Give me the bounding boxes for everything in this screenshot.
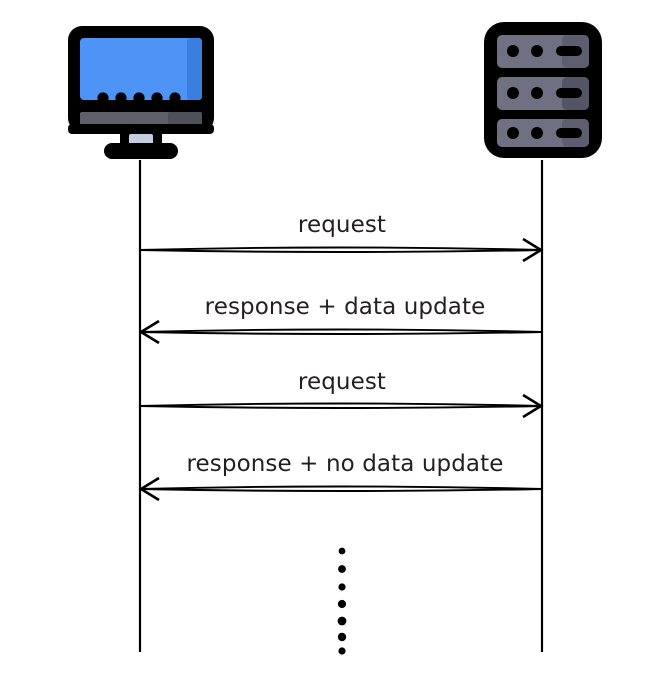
- server-rack-icon: [484, 22, 602, 158]
- arrowhead-left: [138, 319, 160, 345]
- vertical-ellipsis: [337, 547, 347, 655]
- message-label: request: [298, 212, 386, 238]
- screen-dot: [133, 92, 145, 104]
- ellipsis-dot: [338, 565, 346, 573]
- message-line-lower: [139, 405, 543, 409]
- message-2: response + data update: [138, 294, 543, 345]
- server-led: [507, 87, 519, 99]
- message-line-lower: [139, 249, 543, 253]
- monitor-bezel-bottom: [68, 124, 214, 134]
- ellipsis-dot: [338, 583, 346, 591]
- message-line-lower: [139, 331, 543, 335]
- server-rack-divider: [497, 68, 589, 77]
- monitor-stand-base: [104, 143, 178, 159]
- server-slot-bar: [556, 46, 582, 56]
- message-label: request: [298, 369, 386, 395]
- message-label: response + data update: [205, 294, 486, 320]
- screen-dot: [115, 92, 127, 104]
- server-rack-divider: [497, 110, 589, 119]
- server-led: [531, 87, 543, 99]
- desktop-monitor-icon: [68, 26, 214, 159]
- monitor-chassis-bar-shadow: [168, 112, 202, 126]
- message-4: response + no data update: [138, 451, 543, 502]
- server-led: [507, 45, 519, 57]
- message-1: request: [139, 212, 544, 263]
- server-led: [531, 45, 543, 57]
- ellipsis-dot: [338, 547, 346, 555]
- arrowhead-right: [522, 237, 544, 263]
- message-label: response + no data update: [187, 451, 504, 477]
- screen-dot: [169, 92, 181, 104]
- messages-layer: request response + data update request resp…: [138, 212, 544, 502]
- server-led: [507, 127, 519, 139]
- arrowhead-right: [522, 393, 544, 419]
- ellipsis-dot: [337, 632, 347, 642]
- monitor-screen-dots: [97, 92, 181, 104]
- screen-dot: [97, 92, 109, 104]
- ellipsis-dot: [337, 599, 347, 609]
- arrowhead-left: [138, 476, 160, 502]
- message-line: [139, 246, 543, 251]
- screen-dot: [151, 92, 163, 104]
- server-led: [531, 127, 543, 139]
- message-line: [139, 485, 543, 490]
- message-line: [139, 402, 543, 407]
- ellipsis-dot: [338, 647, 346, 655]
- message-line: [139, 328, 543, 333]
- message-line-lower: [139, 488, 543, 492]
- server-slot-bar: [556, 128, 582, 138]
- monitor-screen-shadow: [187, 38, 202, 100]
- monitor-screen: [80, 38, 202, 100]
- message-3: request: [139, 369, 544, 419]
- server-slot-bar: [556, 88, 582, 98]
- ellipsis-dot: [337, 616, 347, 626]
